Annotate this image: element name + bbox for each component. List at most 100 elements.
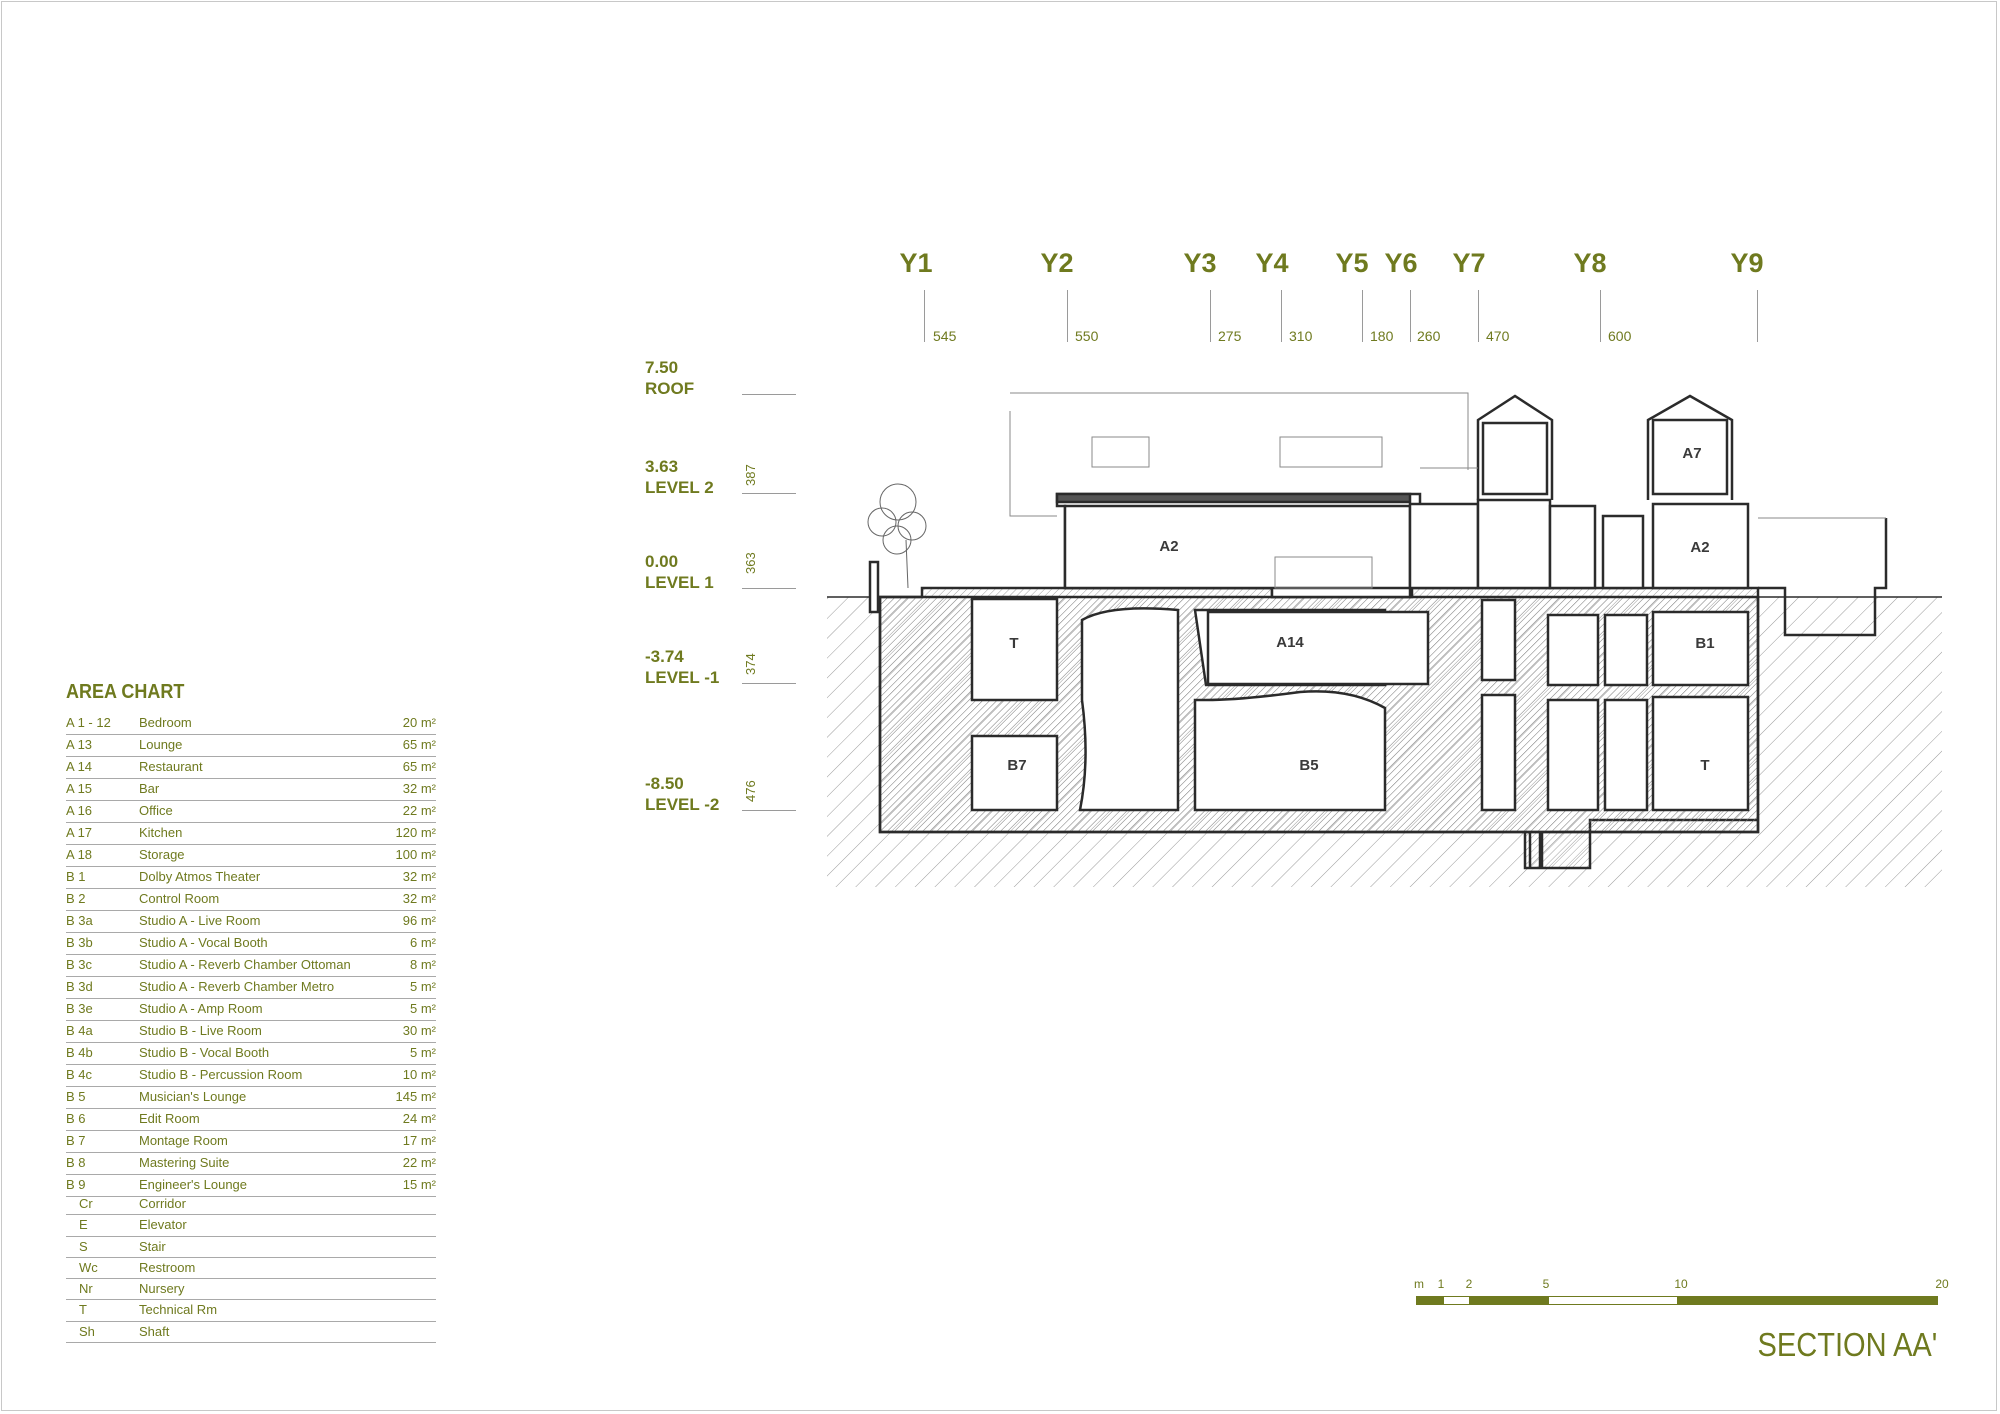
- room-area: 32 m²: [402, 781, 436, 796]
- room-name: Studio A - Amp Room: [139, 1001, 263, 1016]
- room-label-t-left: T: [1009, 635, 1018, 652]
- scale-segment: [1416, 1296, 1443, 1305]
- room-area: 15 m²: [402, 1177, 436, 1192]
- axis-dimension: 180: [1370, 328, 1394, 344]
- room-name: Studio A - Reverb Chamber Ottoman: [139, 957, 351, 972]
- room-code: B 5: [66, 1089, 86, 1104]
- room-code: B 3e: [66, 1001, 93, 1016]
- axis-line: [1067, 290, 1068, 342]
- scale-segment: [1678, 1296, 1938, 1305]
- room-label-b1: B1: [1695, 635, 1714, 652]
- room-code: B 4b: [66, 1045, 93, 1060]
- axis-label-y2: Y2: [1040, 248, 1074, 278]
- room-name: Mastering Suite: [139, 1155, 230, 1170]
- scale-segment: [1443, 1296, 1470, 1305]
- room-name: Montage Room: [139, 1133, 228, 1148]
- axis-line: [924, 290, 925, 342]
- room-area: 32 m²: [402, 891, 436, 906]
- axis-line: [1410, 290, 1411, 342]
- room-name: Control Room: [139, 891, 220, 906]
- axis-dimension: 545: [933, 328, 957, 344]
- abbreviation-code: Sh: [79, 1323, 95, 1339]
- level-elevation: 0.00: [645, 552, 679, 571]
- room-area: 22 m²: [402, 803, 436, 818]
- room-area: 20 m²: [402, 715, 436, 730]
- axis-label-y3: Y3: [1183, 248, 1217, 278]
- abbreviation-code: Cr: [79, 1196, 93, 1211]
- room-area: 145 m²: [395, 1089, 436, 1104]
- abbreviation-name: Elevator: [139, 1217, 187, 1233]
- abbreviation-name: Technical Rm: [139, 1302, 218, 1318]
- level-roof: 7.50 ROOF: [645, 357, 694, 399]
- axis-label-y5: Y5: [1335, 248, 1369, 278]
- abbreviation-code: Nr: [79, 1281, 93, 1297]
- room-code: A 1 - 12: [66, 715, 111, 730]
- area-chart-row: A 18 Storage 100 m²: [66, 845, 436, 867]
- tree: [867, 483, 927, 589]
- room-name: Studio A - Reverb Chamber Metro: [139, 979, 335, 994]
- room-area: 100 m²: [395, 847, 436, 862]
- room-code: A 16: [66, 803, 93, 818]
- room-name: Engineer's Lounge: [139, 1177, 248, 1192]
- abbreviation-name: Shaft: [139, 1323, 170, 1339]
- section-title: SECTION AA': [1757, 1326, 1937, 1363]
- room-name: Restaurant: [139, 759, 203, 774]
- level-minus-2: -8.50 LEVEL -2: [645, 773, 719, 815]
- room-code: B 2: [66, 891, 86, 906]
- level-1-restaurant: [1206, 610, 1430, 686]
- room-area: 32 m²: [402, 869, 436, 884]
- room-name: Storage: [139, 847, 185, 862]
- room-name: Studio B - Vocal Booth: [139, 1045, 270, 1060]
- room-area: 10 m²: [402, 1067, 436, 1082]
- room-code: B 6: [66, 1111, 86, 1126]
- room-name: Bar: [139, 781, 160, 796]
- room-label-b7: B7: [1007, 757, 1026, 774]
- room-area: 8 m²: [410, 957, 436, 972]
- room-code: B 9: [66, 1177, 86, 1192]
- level-line: [742, 394, 796, 395]
- room-area: 120 m²: [395, 825, 436, 840]
- level-name: LEVEL -2: [645, 795, 720, 814]
- scale-segment: [1470, 1296, 1548, 1305]
- room-area: 5 m²: [410, 1045, 436, 1060]
- abbreviation-row: Cr Corridor: [66, 1194, 436, 1216]
- axis-label-y7: Y7: [1452, 248, 1486, 278]
- scale-unit: m: [1414, 1277, 1424, 1291]
- room-code: B 3c: [66, 957, 93, 972]
- underground-rooms: [970, 597, 1750, 812]
- axis-label-y1: Y1: [899, 248, 933, 278]
- level-line: [742, 493, 796, 494]
- room-code: A 13: [66, 737, 93, 752]
- right-terrace: [868, 517, 1888, 637]
- axis-dimension: 310: [1289, 328, 1313, 344]
- room-code: A 14: [66, 759, 93, 774]
- room-code: A 18: [66, 847, 93, 862]
- abbreviation-name: Corridor: [139, 1196, 186, 1211]
- room-labels: A7 A2 A2 A14 B1 T T B7 B5: [1007, 445, 1714, 774]
- room-name: Edit Room: [139, 1111, 200, 1126]
- room-area: 5 m²: [410, 1001, 436, 1016]
- room-label-a2-top: A2: [1159, 538, 1178, 555]
- level-name: ROOF: [645, 379, 695, 398]
- axis-dimension: 600: [1608, 328, 1632, 344]
- axis-label-y8: Y8: [1573, 248, 1607, 278]
- scale-tick: 10: [1674, 1277, 1688, 1291]
- room-area: 65 m²: [402, 737, 436, 752]
- axis-dimension: 275: [1218, 328, 1242, 344]
- level-elevation: -3.74: [645, 647, 684, 666]
- room-code: B 4a: [66, 1023, 93, 1038]
- room-name: Studio B - Percussion Room: [139, 1067, 303, 1082]
- room-code: A 15: [66, 781, 93, 796]
- axis-line: [1281, 290, 1282, 342]
